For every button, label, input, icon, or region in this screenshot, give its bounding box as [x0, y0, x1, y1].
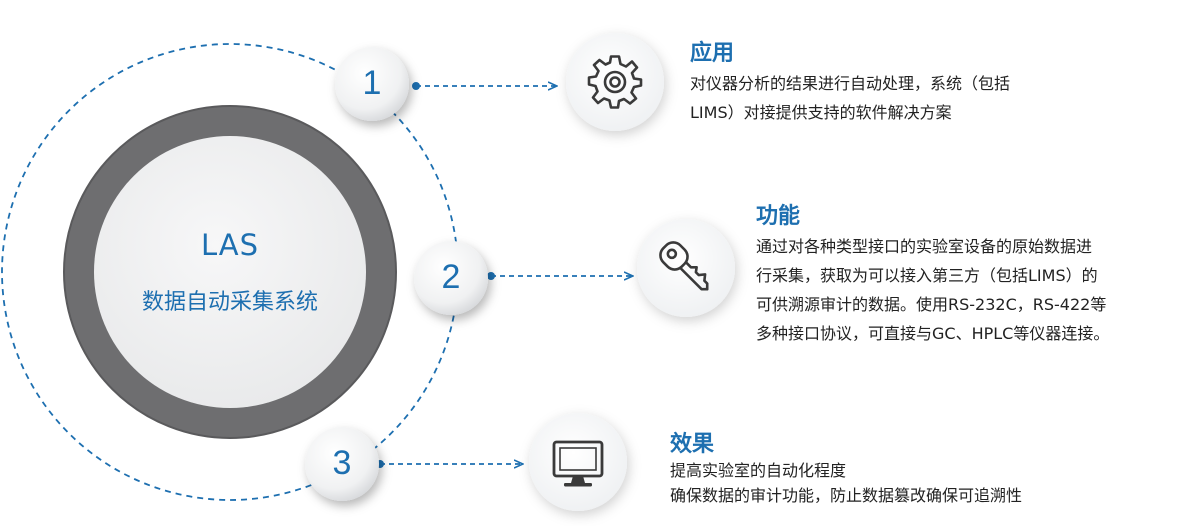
step-2-line: 行采集，获取为可以接入第三方（包括LIMS）的 — [756, 266, 1098, 285]
icon-disc-1 — [566, 33, 664, 131]
step-1-description: 对仪器分析的结果进行自动处理，系统（包括 LIMS）对接提供支持的软件解决方案 — [690, 69, 1110, 127]
step-number-1: 1 — [362, 64, 382, 102]
hub-ring-edge — [63, 105, 397, 439]
connectors — [380, 86, 632, 464]
step-number-3: 3 — [332, 444, 352, 482]
icon-disc-2 — [637, 219, 735, 317]
step-1-line: 对仪器分析的结果进行自动处理，系统（包括 — [690, 74, 1011, 93]
step-2-block: 功能 通过对各种类型接口的实验室设备的原始数据进 行采集，获取为可以接入第三方（… — [756, 198, 1176, 348]
hub-subtitle: 数据自动采集系统 — [141, 290, 318, 315]
step-3-line: 确保数据的审计功能，防止数据篡改确保可追溯性 — [670, 486, 1023, 505]
step-3-block: 效果 提高实验室的自动化程度 确保数据的审计功能，防止数据篡改确保可追溯性 — [670, 426, 1130, 508]
step-3-line: 提高实验室的自动化程度 — [670, 461, 847, 480]
step-1-title: 应用 — [690, 41, 735, 66]
step-1-block: 应用 对仪器分析的结果进行自动处理，系统（包括 LIMS）对接提供支持的软件解决… — [690, 35, 1110, 127]
step-3-title: 效果 — [670, 432, 715, 457]
icon-discs — [529, 33, 735, 511]
step-2-line: 多种接口协议，可直接与GC、HPLC等仪器连接。 — [756, 324, 1110, 343]
step-1-line: LIMS）对接提供支持的软件解决方案 — [690, 103, 952, 122]
monitor-icon — [552, 440, 604, 487]
number-bubble-2 — [414, 241, 488, 315]
number-bubbles — [305, 47, 488, 501]
step-3-description: 提高实验室的自动化程度 确保数据的审计功能，防止数据篡改确保可追溯性 — [670, 458, 1130, 508]
gear-icon — [587, 55, 643, 109]
hub-title: LAS — [200, 228, 260, 262]
step-2-line: 可供溯源审计的数据。使用RS-232C，RS-422等 — [756, 295, 1107, 314]
step-2-title: 功能 — [756, 204, 801, 229]
hub-core — [94, 136, 366, 408]
number-bubble-1 — [335, 47, 409, 121]
step-2-description: 通过对各种类型接口的实验室设备的原始数据进 行采集，获取为可以接入第三方（包括L… — [756, 232, 1176, 348]
icon-disc-3 — [529, 413, 627, 511]
step-number-2: 2 — [441, 258, 461, 296]
key-icon — [659, 241, 709, 291]
number-bubble-3 — [305, 427, 379, 501]
step-2-line: 通过对各种类型接口的实验室设备的原始数据进 — [756, 237, 1093, 256]
